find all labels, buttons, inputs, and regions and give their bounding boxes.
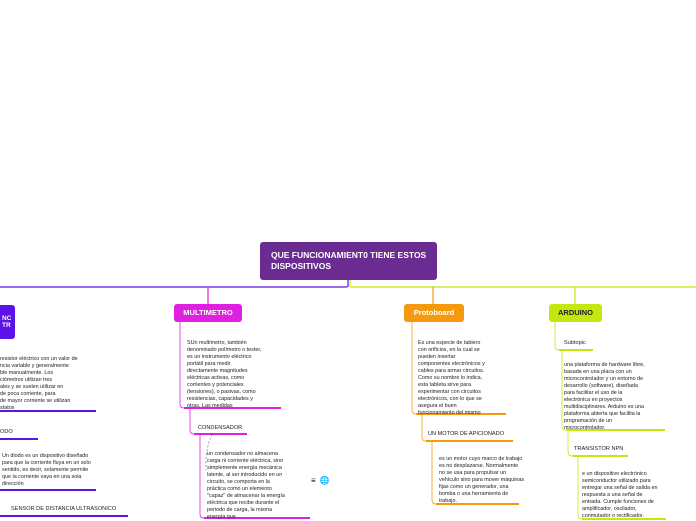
branch-node-multimetro[interactable]: MULTIMETRO — [174, 304, 242, 322]
branch-node-protoboard[interactable]: Protoboard — [404, 304, 464, 322]
arduino-text: una plataforma de hardware libre, basada… — [564, 362, 645, 432]
motor-label: UN MOTOR DE APICIONADO — [428, 431, 505, 437]
transistor-label: TRANSISTOR NPN — [574, 446, 624, 452]
diodo-text: Un diodo es un dispositivo diseñado para… — [2, 453, 91, 488]
branch-node-arduino[interactable]: ARDUINO — [549, 304, 602, 322]
subtopic-label: Subtopic — [564, 340, 586, 346]
central-topic[interactable]: QUE FUNCIONAMIENT0 TIENE ESTOS DISPOSITI… — [260, 242, 437, 280]
condensador-text: un condensador no almacena carga ni corr… — [207, 451, 285, 521]
condensador-label: CONDENSADOR — [198, 425, 243, 431]
multimetro-label: MULTIMETRO — [183, 307, 233, 317]
multimetro-text: SUn multímetro, también denominado polím… — [187, 340, 262, 410]
protoboard-text: Es una especie de tablero con orificios,… — [418, 340, 485, 417]
protoboard-label: Protoboard — [413, 307, 455, 317]
branch-left-label: NC TR — [2, 314, 12, 329]
branch-node-left[interactable]: NC TR — [0, 305, 15, 339]
central-title: QUE FUNCIONAMIENT0 TIENE ESTOS DISPOSITI… — [271, 250, 427, 271]
arduino-label: ARDUINO — [558, 307, 593, 317]
transistor-text: e un dispositivo electrónico semiconduct… — [582, 471, 658, 520]
potenciometro-text: resistor eléctrico con un valor de ncia … — [0, 356, 78, 412]
notes-icon[interactable]: ≡ — [311, 476, 316, 485]
topic-icons: ≡ 🌐 — [311, 476, 330, 485]
sensor-label: SENSOR DE DISTANCIA ULTRASONICO — [11, 506, 117, 512]
spine-right — [349, 280, 696, 288]
link-icon[interactable]: 🌐 — [319, 476, 330, 485]
diodo-label: ODO — [0, 429, 13, 435]
motor-text: es un motor cuyo marco de trabajo es no … — [439, 456, 525, 505]
spine-left — [0, 280, 349, 288]
